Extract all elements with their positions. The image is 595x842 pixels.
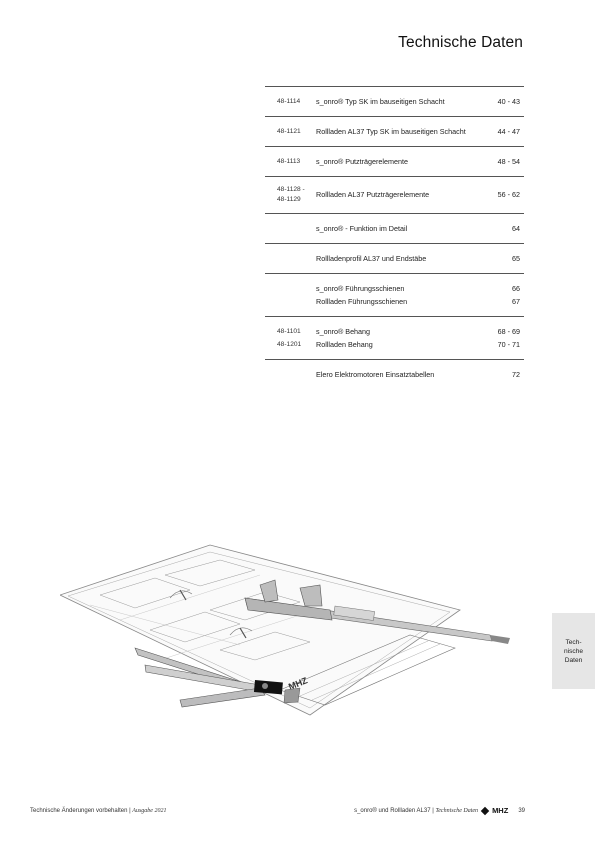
toc-group: Rollladenprofil AL37 und Endstäbe 65 [265, 244, 524, 274]
drawing-sheet: MHZ [60, 544, 461, 716]
toc-entry[interactable]: 48-1201 Rollladen Behang 70 - 71 [265, 338, 524, 351]
footer-disclaimer: Technische Änderungen vorbehalten | [30, 808, 133, 814]
toc-article-number: 48-1113 [265, 157, 316, 167]
toc-title: Rollladenprofil AL37 und Endstäbe [316, 253, 427, 263]
toc-entry[interactable]: s_onro® - Funktion im Detail 64 [265, 222, 524, 235]
toc-title: Rollladen AL37 Typ SK im bauseitigen Sch… [316, 126, 466, 136]
toc-title: Elero Elektromotoren Einsatztabellen [316, 369, 435, 379]
toc-pages: 72 [512, 369, 520, 379]
toc-entry[interactable]: Rollladenprofil AL37 und Endstäbe 65 [265, 252, 524, 265]
toc-title: Rollladen Führungsschienen [316, 296, 408, 306]
footer-edition: Ausgabe 2021 [132, 808, 167, 814]
toc-pages: 65 [512, 253, 520, 263]
toc-pages: 68 - 69 [497, 326, 520, 336]
toc-pages: 48 - 54 [497, 156, 520, 166]
toc-entry[interactable]: 48-1121 Rollladen AL37 Typ SK im bauseiti… [265, 125, 524, 138]
toc-article-number: 48-1114 [265, 97, 316, 107]
toc-title: Rollladen AL37 Putzträgerelemente [316, 190, 430, 199]
toc-article-number-line: 48-1121 [277, 127, 301, 135]
toc-group: 48-1128 - 48-1129 Rollladen AL37 Putzträge… [265, 177, 524, 214]
caliper-icon [244, 579, 510, 644]
toc-article-number: 48-1101 [265, 327, 316, 337]
toc-pages: 70 - 71 [497, 339, 520, 349]
toc-title: s_onro® Behang [316, 326, 371, 336]
brand-name: MHZ [492, 806, 509, 815]
toc-article-number-line: 48-1114 [277, 97, 301, 105]
toc-group: 48-1101 s_onro® Behang 68 - 69 48-1201 Rolll… [265, 317, 524, 360]
diamond-icon [480, 806, 490, 815]
technical-drawing-illustration: MHZ [60, 544, 510, 716]
toc-entry[interactable]: 48-1128 - 48-1129 Rollladen AL37 Putzträge… [265, 185, 524, 205]
section-tab-line3: Daten [564, 656, 583, 664]
toc-article-number: 48-1128 - 48-1129 [265, 185, 316, 205]
section-tab-line2: nische [563, 647, 584, 655]
footer-left: Technische Änderungen vorbehalten | Ausg… [30, 808, 166, 814]
toc-entry[interactable]: 48-1114 s_onro® Typ SK im bauseitigen Sch… [265, 95, 524, 108]
page-title: Technische Daten [398, 34, 523, 51]
page-number: 39 [518, 807, 525, 814]
compass-icon [134, 647, 301, 708]
toc-group: Elero Elektromotoren Einsatztabellen 72 [265, 360, 524, 389]
toc-pages: 56 - 62 [497, 190, 520, 199]
brand-logo: MHZ [480, 806, 509, 815]
toc-article-number-line: 48-1201 [277, 340, 302, 348]
section-tab-line1: Tech- [565, 638, 582, 646]
toc-pages: 40 - 43 [497, 96, 520, 106]
table-of-contents: 48-1114 s_onro® Typ SK im bauseitigen Sch… [265, 86, 524, 389]
toc-article-number: 48-1201 [265, 340, 316, 350]
toc-article-number-line: 48-1128 - [277, 186, 305, 193]
toc-entry[interactable]: s_onro® Führungsschienen 66 [265, 282, 524, 295]
toc-entry[interactable]: Rollladen Führungsschienen 67 [265, 295, 524, 308]
toc-group: 48-1121 Rollladen AL37 Typ SK im bauseiti… [265, 117, 524, 147]
toc-title: s_onro® Putzträgerelemente [316, 156, 408, 166]
toc-pages: 66 [512, 283, 520, 293]
toc-title: s_onro® Führungsschienen [316, 283, 405, 293]
section-tab[interactable]: Tech- nische Daten [552, 613, 595, 689]
toc-article-number-line: 48-1129 [277, 196, 301, 203]
toc-entry[interactable]: 48-1113 s_onro® Putzträgerelemente 48 - 54 [265, 155, 524, 168]
footer-section: Technische Daten [435, 807, 479, 814]
toc-group: 48-1114 s_onro® Typ SK im bauseitigen Sch… [265, 86, 524, 117]
toc-group: s_onro® - Funktion im Detail 64 [265, 214, 524, 244]
toc-entry[interactable]: 48-1101 s_onro® Behang 68 - 69 [265, 325, 524, 338]
toc-title: Rollladen Behang [316, 339, 373, 349]
toc-entry[interactable]: Elero Elektromotoren Einsatztabellen 72 [265, 368, 524, 381]
footer-product: s_onro® und Rollladen AL37 | [354, 807, 436, 814]
toc-pages: 64 [512, 223, 520, 233]
toc-title: s_onro® Typ SK im bauseitigen Schacht [316, 96, 445, 106]
toc-title: s_onro® - Funktion im Detail [316, 223, 408, 233]
toc-pages: 44 - 47 [497, 126, 520, 136]
toc-article-number-line: 48-1101 [277, 327, 301, 335]
toc-article-number: 48-1121 [265, 127, 316, 137]
toc-pages: 67 [512, 296, 520, 306]
toc-article-number-line: 48-1113 [277, 157, 301, 165]
footer-right: s_onro® und Rollladen AL37 | Technische … [354, 806, 525, 815]
toc-group: 48-1113 s_onro® Putzträgerelemente 48 - 54 [265, 147, 524, 177]
